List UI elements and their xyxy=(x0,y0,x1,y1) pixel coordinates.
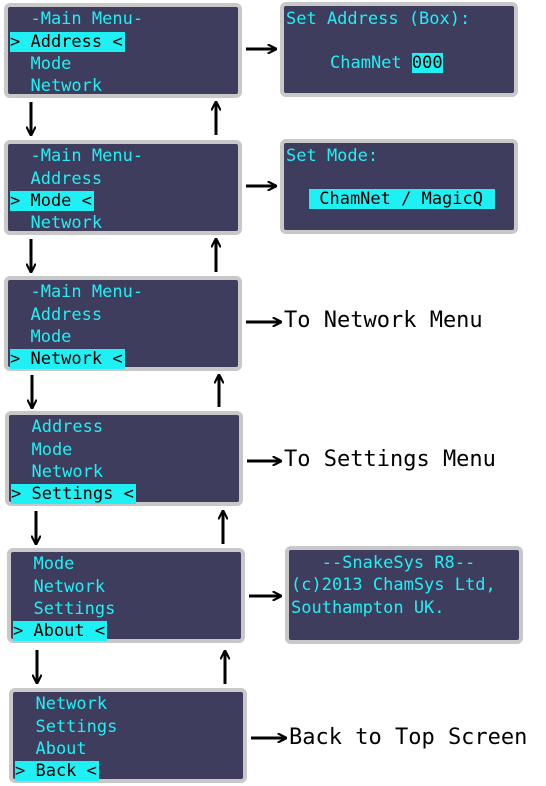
menu-line-1: -Main Menu- xyxy=(10,282,144,302)
menu-line-3: Settings xyxy=(13,599,116,619)
menu-line-selected: > Address < xyxy=(10,32,125,52)
menu-screen-settings: Address Mode Network > Settings < xyxy=(5,411,243,506)
label-back-to-top: Back to Top Screen xyxy=(289,725,528,750)
menu-line-2: Mode xyxy=(11,440,73,460)
menu-line-selected: > Settings < xyxy=(11,484,136,504)
menu-line-2: Network xyxy=(13,577,106,597)
menu-line-1: Mode xyxy=(13,554,75,574)
menu-screen-network: -Main Menu- Address Mode > Network < xyxy=(4,276,242,371)
menu-line-4: Network xyxy=(10,213,103,233)
menu-line-selected: > Mode < xyxy=(10,191,94,211)
about-screen: --SnakeSys R8-- (c)2013 ChamSys Ltd, Sou… xyxy=(285,546,523,644)
menu-line-selected: > Network < xyxy=(10,349,125,369)
menu-line-1: Address xyxy=(11,417,104,437)
address-prefix: ChamNet xyxy=(330,53,412,73)
menu-line-1: -Main Menu- xyxy=(10,146,144,166)
menu-line-1: -Main Menu- xyxy=(10,9,144,29)
about-line-2: (c)2013 ChamSys Ltd, xyxy=(291,575,496,595)
mode-screen-title: Set Mode: xyxy=(286,146,379,166)
menu-screen-about: Mode Network Settings > About < xyxy=(7,548,245,643)
address-screen-title: Set Address (Box): xyxy=(286,9,471,29)
menu-line-2: Address xyxy=(10,169,103,189)
menu-line-2: Address xyxy=(10,305,103,325)
about-line-3: Southampton UK. xyxy=(291,598,445,618)
label-to-settings-menu: To Settings Menu xyxy=(284,447,496,472)
menu-line-selected: > About < xyxy=(13,621,108,641)
menu-line-selected: > Back < xyxy=(15,761,99,781)
mode-value: ChamNet / MagicQ xyxy=(309,189,496,209)
menu-screen-mode: -Main Menu- Address > Mode < Network xyxy=(4,140,242,235)
menu-screen-back: Network Settings About > Back < xyxy=(9,688,247,783)
menu-line-3: Network xyxy=(11,462,104,482)
mode-screen: Set Mode: ChamNet / MagicQ xyxy=(280,139,518,234)
menu-line-2: Settings xyxy=(15,717,118,737)
address-screen: Set Address (Box): ChamNet 000 xyxy=(280,2,518,97)
address-value-row: ChamNet 000 xyxy=(330,53,443,73)
about-line-1: --SnakeSys R8-- xyxy=(291,553,476,573)
menu-line-4: Network xyxy=(10,76,103,96)
menu-line-1: Network xyxy=(15,694,108,714)
menu-line-3: Mode xyxy=(10,327,72,347)
label-to-network-menu: To Network Menu xyxy=(284,308,483,333)
address-value: 000 xyxy=(411,53,443,73)
menu-screen-address: -Main Menu- > Address < Mode Network xyxy=(4,3,242,98)
menu-line-3: Mode xyxy=(10,54,72,74)
menu-line-3: About xyxy=(15,739,87,759)
